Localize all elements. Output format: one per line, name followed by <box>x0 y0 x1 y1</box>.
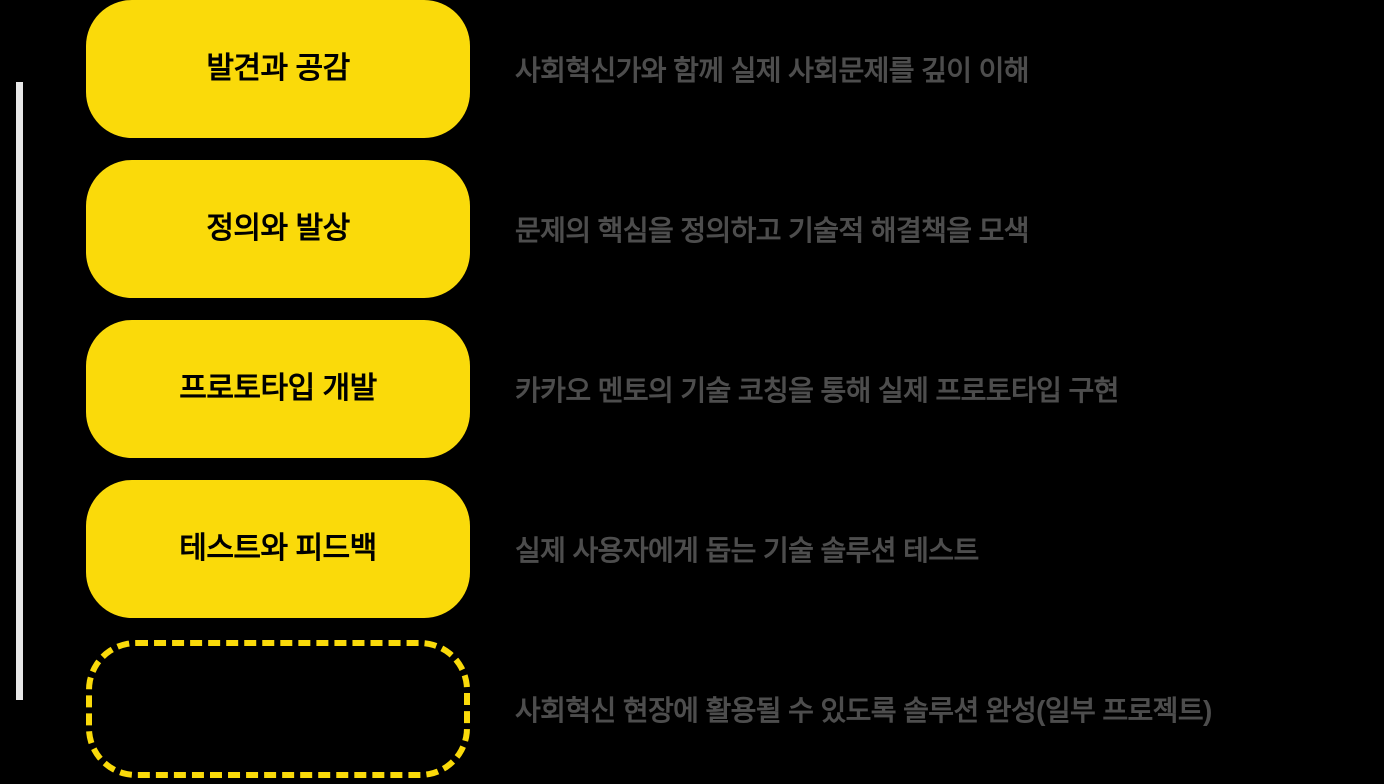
stage-description-5: 사회혁신 현장에 활용될 수 있도록 솔루션 완성(일부 프로젝트) <box>515 695 1212 726</box>
stage-chip-label: 정의와 발상 <box>206 212 350 245</box>
stage-row: 사회혁신 현장에 활용될 수 있도록 솔루션 완성(일부 프로젝트) <box>0 618 1384 778</box>
stage-row: 테스트와 피드백 실제 사용자에게 돕는 기술 솔루션 테스트 <box>0 458 1384 618</box>
stage-description-1: 사회혁신가와 함께 실제 사회문제를 깊이 이해 <box>515 55 1030 86</box>
vertical-progress-rail <box>16 82 23 700</box>
stage-chip-3[interactable]: 프로토타입 개발 <box>86 320 470 458</box>
stage-row: 프로토타입 개발 카카오 멘토의 기술 코칭을 통해 실제 프로토타입 구현 <box>0 298 1384 458</box>
stage-chip-2[interactable]: 정의와 발상 <box>86 160 470 298</box>
stage-chip-5[interactable] <box>86 640 470 778</box>
stage-description-4: 실제 사용자에게 돕는 기술 솔루션 테스트 <box>515 535 979 566</box>
stage-description-2: 문제의 핵심을 정의하고 기술적 해결책을 모색 <box>515 215 1030 246</box>
stage-description-3: 카카오 멘토의 기술 코칭을 통해 실제 프로토타입 구현 <box>515 375 1119 406</box>
stage-chip-1[interactable]: 발견과 공감 <box>86 0 470 138</box>
stage-chip-label: 프로토타입 개발 <box>179 372 377 405</box>
stage-row: 정의와 발상 문제의 핵심을 정의하고 기술적 해결책을 모색 <box>0 138 1384 298</box>
stage-chip-4[interactable]: 테스트와 피드백 <box>86 480 470 618</box>
stage-chip-label: 발견과 공감 <box>206 52 350 85</box>
stage-chip-label: 테스트와 피드백 <box>179 532 377 565</box>
stage-row: 발견과 공감 사회혁신가와 함께 실제 사회문제를 깊이 이해 <box>0 0 1384 138</box>
